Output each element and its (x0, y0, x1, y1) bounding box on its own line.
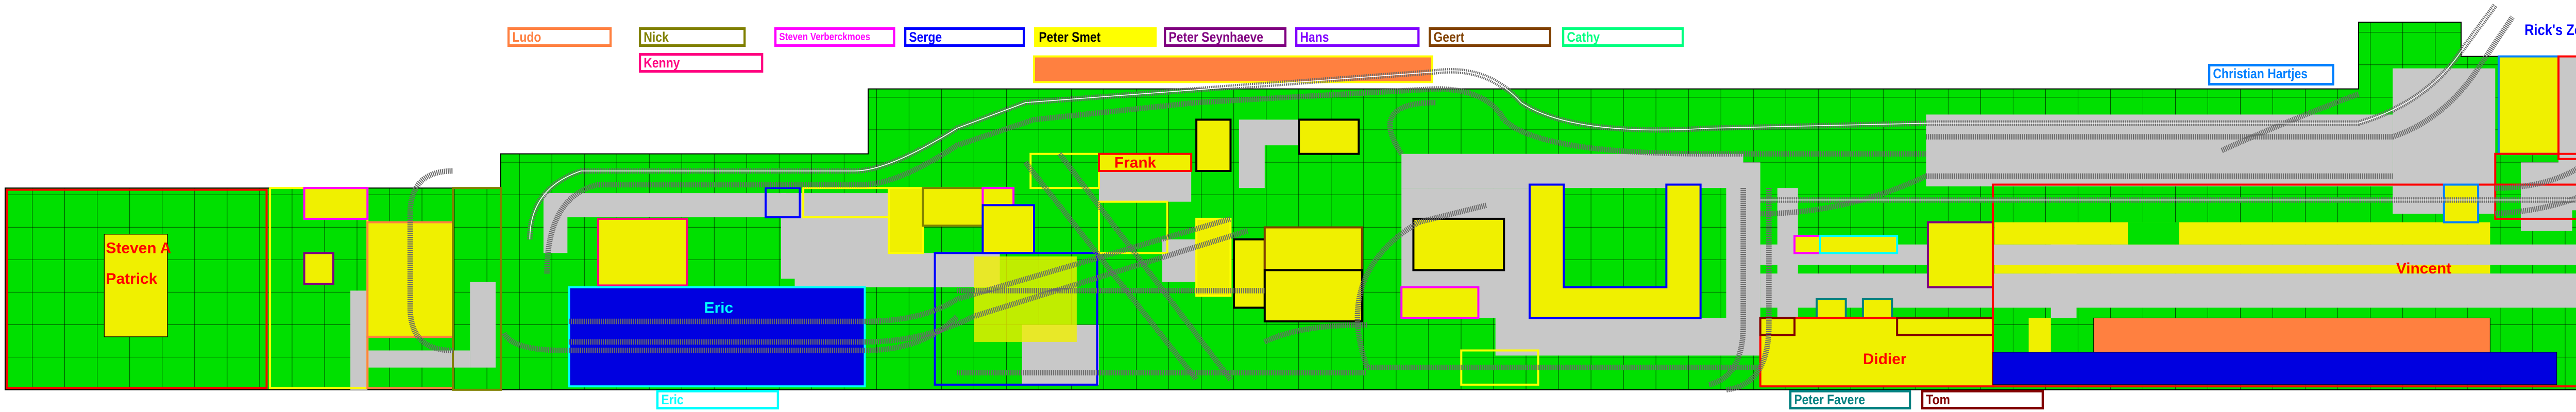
zone-steven-a-plot (104, 234, 168, 337)
legend-tom: Tom (1921, 390, 2044, 409)
legend-kenny: Kenny (639, 53, 764, 73)
legend-peter-smet: Peter Smet (1034, 27, 1157, 47)
zone-vincent (1991, 183, 2576, 388)
zone-ricks-zoo (2497, 55, 2560, 155)
railway-tracks (407, 3, 2576, 393)
zone-peter-seynhaeve (1926, 221, 1994, 288)
legend-steven-verberckmoes: Steven Verberckmoes (774, 27, 895, 47)
zone-steven-a (6, 188, 268, 389)
label-ricks-zoo: Rick's Zoo (2524, 22, 2576, 39)
map-label-steven-a: Steven A (106, 239, 172, 256)
zone-peter-smet-top (1032, 55, 1433, 83)
zone-nick-left (452, 187, 502, 391)
zones (6, 55, 2576, 391)
zone-eric (568, 286, 866, 388)
legend-nick: Nick (639, 27, 746, 47)
map-label-didier: Didier (1863, 351, 1907, 368)
legend-christian-hartjes: Christian Hartjes (2208, 64, 2334, 85)
legend-eric: Eric (656, 390, 779, 409)
map-label-patrick: Patrick (106, 270, 158, 287)
zone-serge-u (1529, 183, 1702, 319)
map-label-frank: Frank (1114, 154, 1157, 171)
zone-frank (1098, 152, 1193, 172)
legend-cathy: Cathy (1562, 27, 1684, 47)
legend-peter-seynhaeve: Peter Seynhaeve (1164, 27, 1286, 47)
legend-peter-favere: Peter Favere (1789, 390, 1911, 409)
legend-serge: Serge (904, 27, 1025, 47)
map-label-eric: Eric (704, 299, 733, 316)
legend-ludo: Ludo (507, 27, 612, 47)
legend-geert: Geert (1429, 27, 1551, 47)
roads (350, 56, 2576, 390)
zone-kenny (597, 217, 688, 287)
legend-hans: Hans (1295, 27, 1420, 47)
map-label-vincent: Vincent (2396, 260, 2451, 277)
